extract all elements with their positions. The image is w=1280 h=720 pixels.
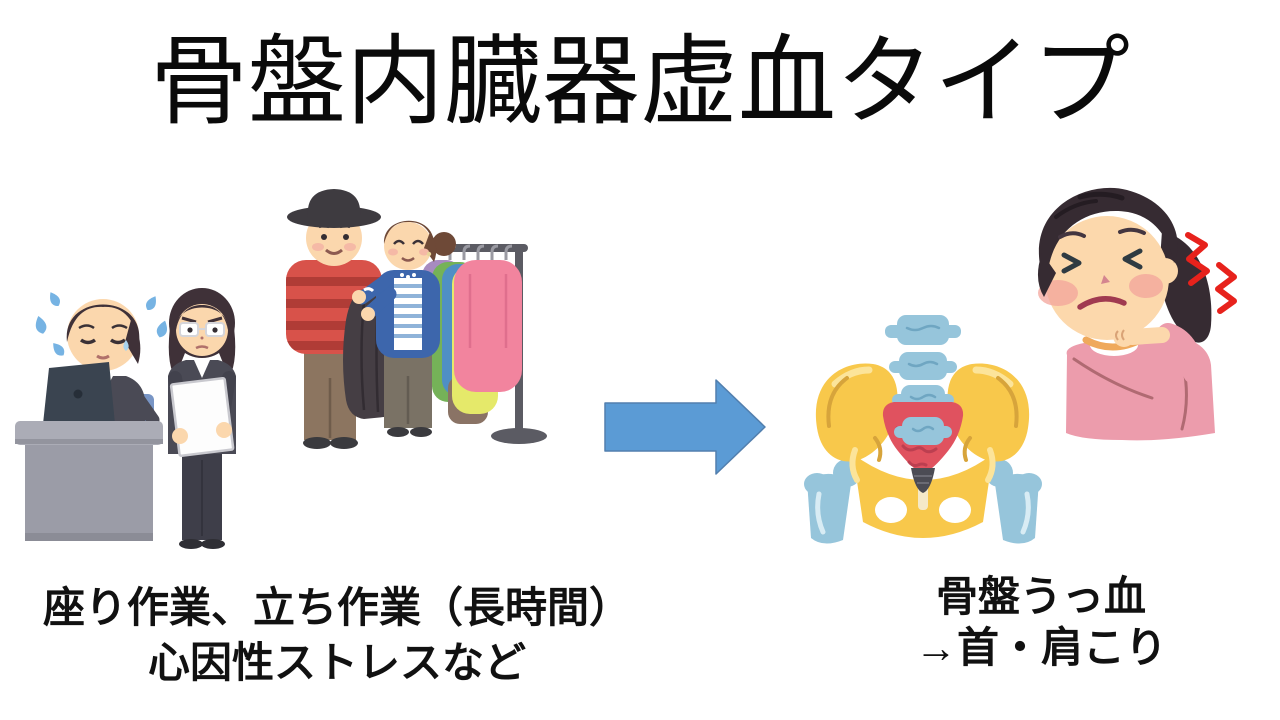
- man-shoe: [303, 437, 331, 449]
- closed-eye: [1122, 248, 1143, 270]
- hung-sweater-pink: [454, 260, 522, 392]
- document-paper: [169, 376, 235, 458]
- page-title: 骨盤内臓器虚血タイプ: [149, 26, 1130, 136]
- woman-face: [384, 222, 432, 270]
- tear-icon: [143, 293, 160, 313]
- woman-hand: [361, 307, 375, 321]
- effects-caption: 骨盤うっ血 →首・肩こり: [886, 571, 1196, 673]
- closed-eye: [1061, 252, 1082, 274]
- woman-shopper-figure: [352, 220, 456, 437]
- woman-hair-bun: [432, 232, 456, 256]
- shoulder-pain-illustration: [1022, 183, 1252, 448]
- raised-sleeve: [1157, 323, 1205, 384]
- effects-caption-line1: 骨盤うっ血: [935, 573, 1146, 620]
- vertebra-details: [905, 324, 941, 433]
- sweat-drop-icon: [123, 340, 129, 351]
- gripping-hand: [1113, 325, 1135, 347]
- flow-arrow-icon: [604, 379, 766, 475]
- pelvis-illustration: [795, 308, 1050, 553]
- causes-caption-line2: 心因性ストレスなど: [147, 638, 526, 686]
- nose: [1101, 275, 1110, 284]
- sad-mouth: [1077, 296, 1127, 310]
- pained-face: [1045, 216, 1169, 340]
- glasses-icon: [179, 322, 225, 337]
- supervisor-hand: [216, 422, 232, 438]
- coccyx: [911, 468, 935, 493]
- clothes-rack: [422, 244, 547, 444]
- stressed-worker-figure: [33, 289, 170, 444]
- shoulder-pain-graphic: [1037, 187, 1237, 441]
- hat-icon: [287, 189, 381, 228]
- supervisor-shoe: [201, 539, 225, 549]
- pelvis-graphic: [804, 315, 1042, 544]
- office-scene-graphic: [15, 288, 236, 549]
- hip-bones: [815, 363, 1030, 538]
- flow-arrow: [604, 378, 768, 478]
- tear-icon: [154, 319, 170, 339]
- tear-icon: [33, 314, 49, 336]
- woman-striped-shirt: [394, 278, 422, 350]
- causes-caption: 座り作業、立ち作業（長時間） 心因性ストレスなど: [22, 581, 652, 690]
- spine-vertebrae: [885, 315, 961, 412]
- causes-caption-line1: 座り作業、立ち作業（長時間）: [42, 584, 631, 631]
- man-shopper-figure: [286, 189, 382, 449]
- woman-hand: [352, 290, 366, 304]
- pain-zigzag-icon: [1185, 232, 1237, 314]
- tear-icon: [46, 289, 63, 309]
- obturator-hole: [875, 497, 907, 523]
- supervisor-figure: [168, 288, 236, 549]
- earring-icon: [426, 251, 432, 257]
- man-shoe: [330, 437, 358, 449]
- woman-shoe: [410, 427, 432, 437]
- supervisor-hand: [172, 428, 188, 444]
- office-desk: [15, 421, 163, 541]
- bracelet-icon: [363, 287, 375, 293]
- spine-vertebra-bottom: [894, 417, 952, 445]
- supervisor-shoe: [179, 539, 203, 549]
- stressed-worker-illustration: [15, 278, 265, 573]
- shopping-scene-graphic: [286, 189, 547, 449]
- woman-shoe: [387, 427, 409, 437]
- forearm: [1124, 327, 1170, 345]
- obturator-hole: [939, 497, 971, 523]
- ponytail-hair: [1159, 231, 1212, 343]
- effects-caption-line2: →首・肩こり: [914, 624, 1167, 672]
- tear-icon: [49, 340, 67, 359]
- shopping-scene-illustration: [272, 180, 562, 465]
- worker-face: [67, 299, 139, 371]
